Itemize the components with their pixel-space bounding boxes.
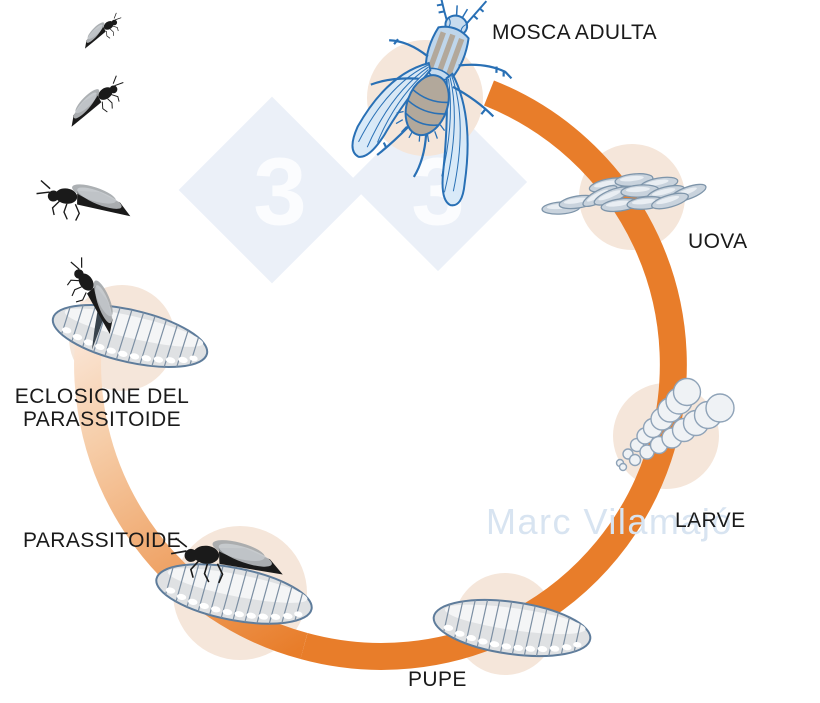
parasitoid-emergence-illustration: [47, 252, 213, 379]
logo-number-3: 3: [253, 139, 306, 246]
label-parasitoid-emergence: ECLOSIONE DEL PARASSITOIDE: [0, 385, 204, 431]
adult-fly-illustration: [351, 0, 513, 207]
label-eggs: UOVA: [688, 230, 748, 253]
label-parasitoid: PARASSITOIDE: [23, 529, 182, 552]
label-parasitoid-emergence-line2: PARASSITOIDE: [22, 408, 182, 431]
label-parasitoid-emergence-line1: ECLOSIONE DEL: [14, 385, 190, 408]
larvae-illustration: [615, 377, 735, 472]
cycle-ring-solid-arc: [300, 80, 687, 670]
flying-wasp-small: [76, 9, 128, 54]
label-pupae: PUPE: [408, 668, 467, 691]
watermark-author: Marc Vilamajó: [486, 501, 733, 542]
flying-wasp-medium: [59, 71, 133, 135]
label-adult-fly: MOSCA ADULTA: [492, 21, 658, 44]
flying-wasp-large: [32, 174, 135, 229]
label-larvae: LARVE: [675, 509, 746, 532]
flying-wasps: [32, 9, 135, 229]
